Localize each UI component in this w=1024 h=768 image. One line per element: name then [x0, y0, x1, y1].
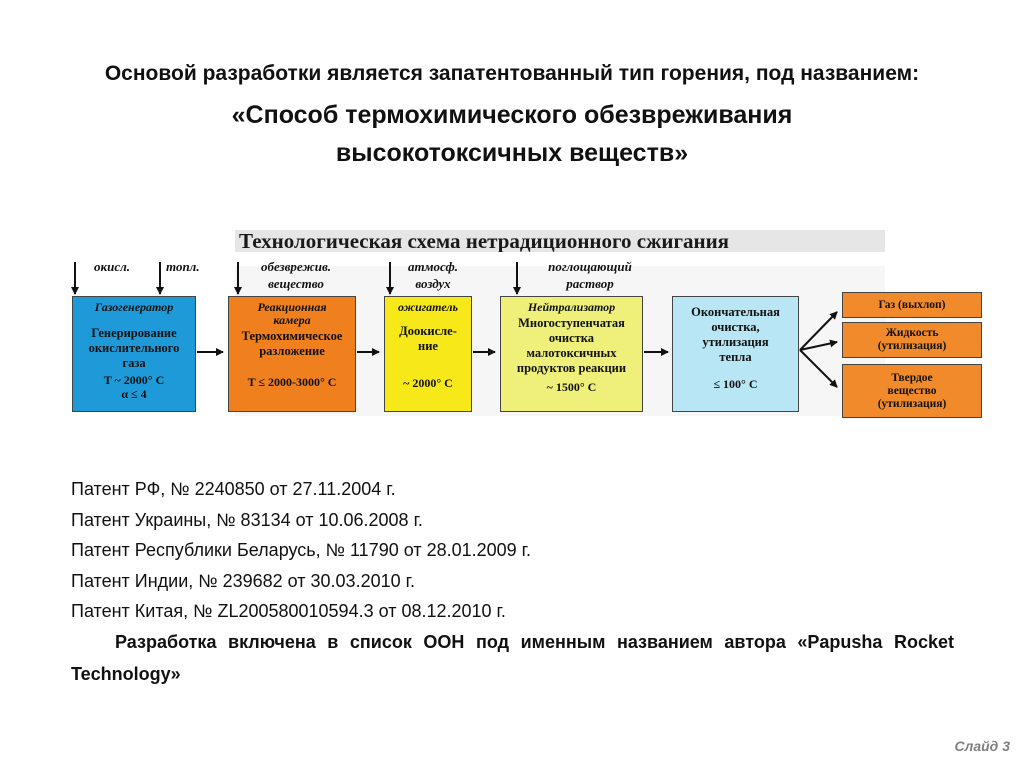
output-solid-line-1: Твердое [891, 371, 933, 384]
box-gas-generator: Газогенератор Генерирование окислительно… [72, 296, 196, 412]
box-gas-generator-title: Газогенератор [94, 300, 174, 314]
box-reaction-chamber-line-1: Термохимическое [241, 329, 343, 343]
box-neutralizer-temp: ~ 1500° C [546, 380, 597, 394]
output-liquid: Жидкость (утилизация) [842, 322, 982, 358]
arrow-out-solid [799, 349, 838, 388]
heading-intro: Основой разработки является запатентован… [104, 62, 920, 85]
box-neutralizer-line-2: очистка [548, 331, 595, 345]
box-gas-generator-line-1: Генерирование [91, 326, 177, 340]
heading-method-line-2: высокотоксичных веществ» [335, 139, 689, 167]
input-label-air-line-2: воздух [415, 276, 451, 291]
input-label-air-line-1: атмосф. [407, 259, 459, 274]
patent-item-china: Патент Китая, № ZL200580010594.3 от 08.1… [71, 601, 506, 621]
box-afterburner-temp: ~ 2000° C [403, 376, 453, 390]
box-afterburner-line-2: ние [418, 339, 438, 353]
box-afterburner-line-1: Доокисле- [399, 324, 457, 338]
box-gas-generator-line-3: газа [122, 356, 146, 370]
patent-item-india: Патент Индии, № 239682 от 30.03.2010 г. [71, 570, 415, 591]
box-final-cleaning-line-4: тепла [719, 350, 752, 364]
diagram-arrows [71, 262, 838, 388]
output-gas-line-1: Газ (выхлоп) [878, 298, 946, 311]
box-gas-generator-temp: T ~ 2000° C [103, 373, 165, 387]
output-gas: Газ (выхлоп) [842, 292, 982, 318]
patent-item-russia: Патент РФ, № 2240850 от 27.11.2004 г. [71, 479, 396, 499]
heading-method-name: «Способ термохимического обезвреживания … [0, 96, 1024, 172]
input-label-fuel: топл. [166, 259, 200, 274]
box-gas-generator-alpha: α ≤ 4 [121, 387, 147, 401]
input-label-substance-line-2: вещество [268, 276, 324, 291]
box-final-cleaning-temp: ≤ 100° C [713, 377, 758, 391]
un-list-note: Разработка включена в список ООН под име… [71, 626, 954, 690]
box-neutralizer-title: Нейтрализатор [527, 300, 616, 314]
box-final-cleaning: Окончательная очистка, утилизация тепла … [672, 296, 799, 412]
box-reaction-chamber-title-1: Реакционная [257, 300, 327, 314]
patent-item-ukraine: Патент Украины, № 83134 от 10.06.2008 г. [71, 509, 423, 530]
heading-method-line-1: «Способ термохимического обезвреживания [231, 101, 793, 129]
output-liquid-line-2: (утилизация) [877, 340, 947, 352]
box-neutralizer-line-4: продуктов реакции [516, 361, 627, 375]
box-final-cleaning-line-3: утилизация [702, 335, 769, 349]
box-afterburner-title: ожигатель [397, 300, 459, 314]
process-diagram: Технологическая схема нетрадиционного сж… [60, 222, 1020, 422]
box-reaction-chamber-temp: T ≤ 2000-3000° C [247, 375, 337, 389]
input-label-substance-line-1: обезврежив. [260, 259, 332, 274]
input-label-air: атмосф. воздух [398, 258, 468, 292]
box-neutralizer-line-1: Многоступенчатая [518, 316, 625, 330]
arrow-out-liquid [799, 339, 838, 351]
box-reaction-chamber-title-2: камера [273, 313, 311, 327]
box-final-cleaning-line-2: очистка, [711, 320, 760, 334]
output-solid-line-3: (утилизация) [877, 397, 947, 410]
box-neutralizer-line-3: малотоксичных [526, 346, 617, 360]
output-solid-line-2: вещество [887, 384, 937, 397]
input-label-substance: обезврежив. вещество [246, 258, 346, 292]
patent-list: Патент РФ, № 2240850 от 27.11.2004 г. Па… [71, 474, 531, 627]
slide-number: Слайд 3 [954, 738, 1011, 754]
arrow-out-gas [799, 311, 838, 351]
box-afterburner: ожигатель Доокисле- ние ~ 2000° C [384, 296, 472, 412]
input-label-solution-line-2: раствор [566, 276, 614, 291]
output-liquid-line-1: Жидкость [885, 327, 939, 339]
box-gas-generator-line-2: окислительного [88, 341, 180, 355]
input-label-solution-line-1: поглощающий [548, 259, 632, 274]
output-solid: Твердое вещество (утилизация) [842, 364, 982, 418]
diagram-title: Технологическая схема нетрадиционного сж… [235, 230, 885, 252]
un-list-note-text: Разработка включена в список ООН под име… [71, 632, 954, 684]
box-reaction-chamber: Реакционная камера Термохимическое разло… [228, 296, 356, 412]
input-label-solution: поглощающий раствор [530, 258, 650, 292]
box-neutralizer: Нейтрализатор Многоступенчатая очистка м… [500, 296, 643, 412]
input-label-oxidizer: окисл. [94, 259, 131, 274]
box-final-cleaning-line-1: Окончательная [691, 305, 780, 319]
patent-item-belarus: Патент Республики Беларусь, № 11790 от 2… [71, 540, 532, 560]
box-reaction-chamber-line-2: разложение [259, 344, 325, 358]
